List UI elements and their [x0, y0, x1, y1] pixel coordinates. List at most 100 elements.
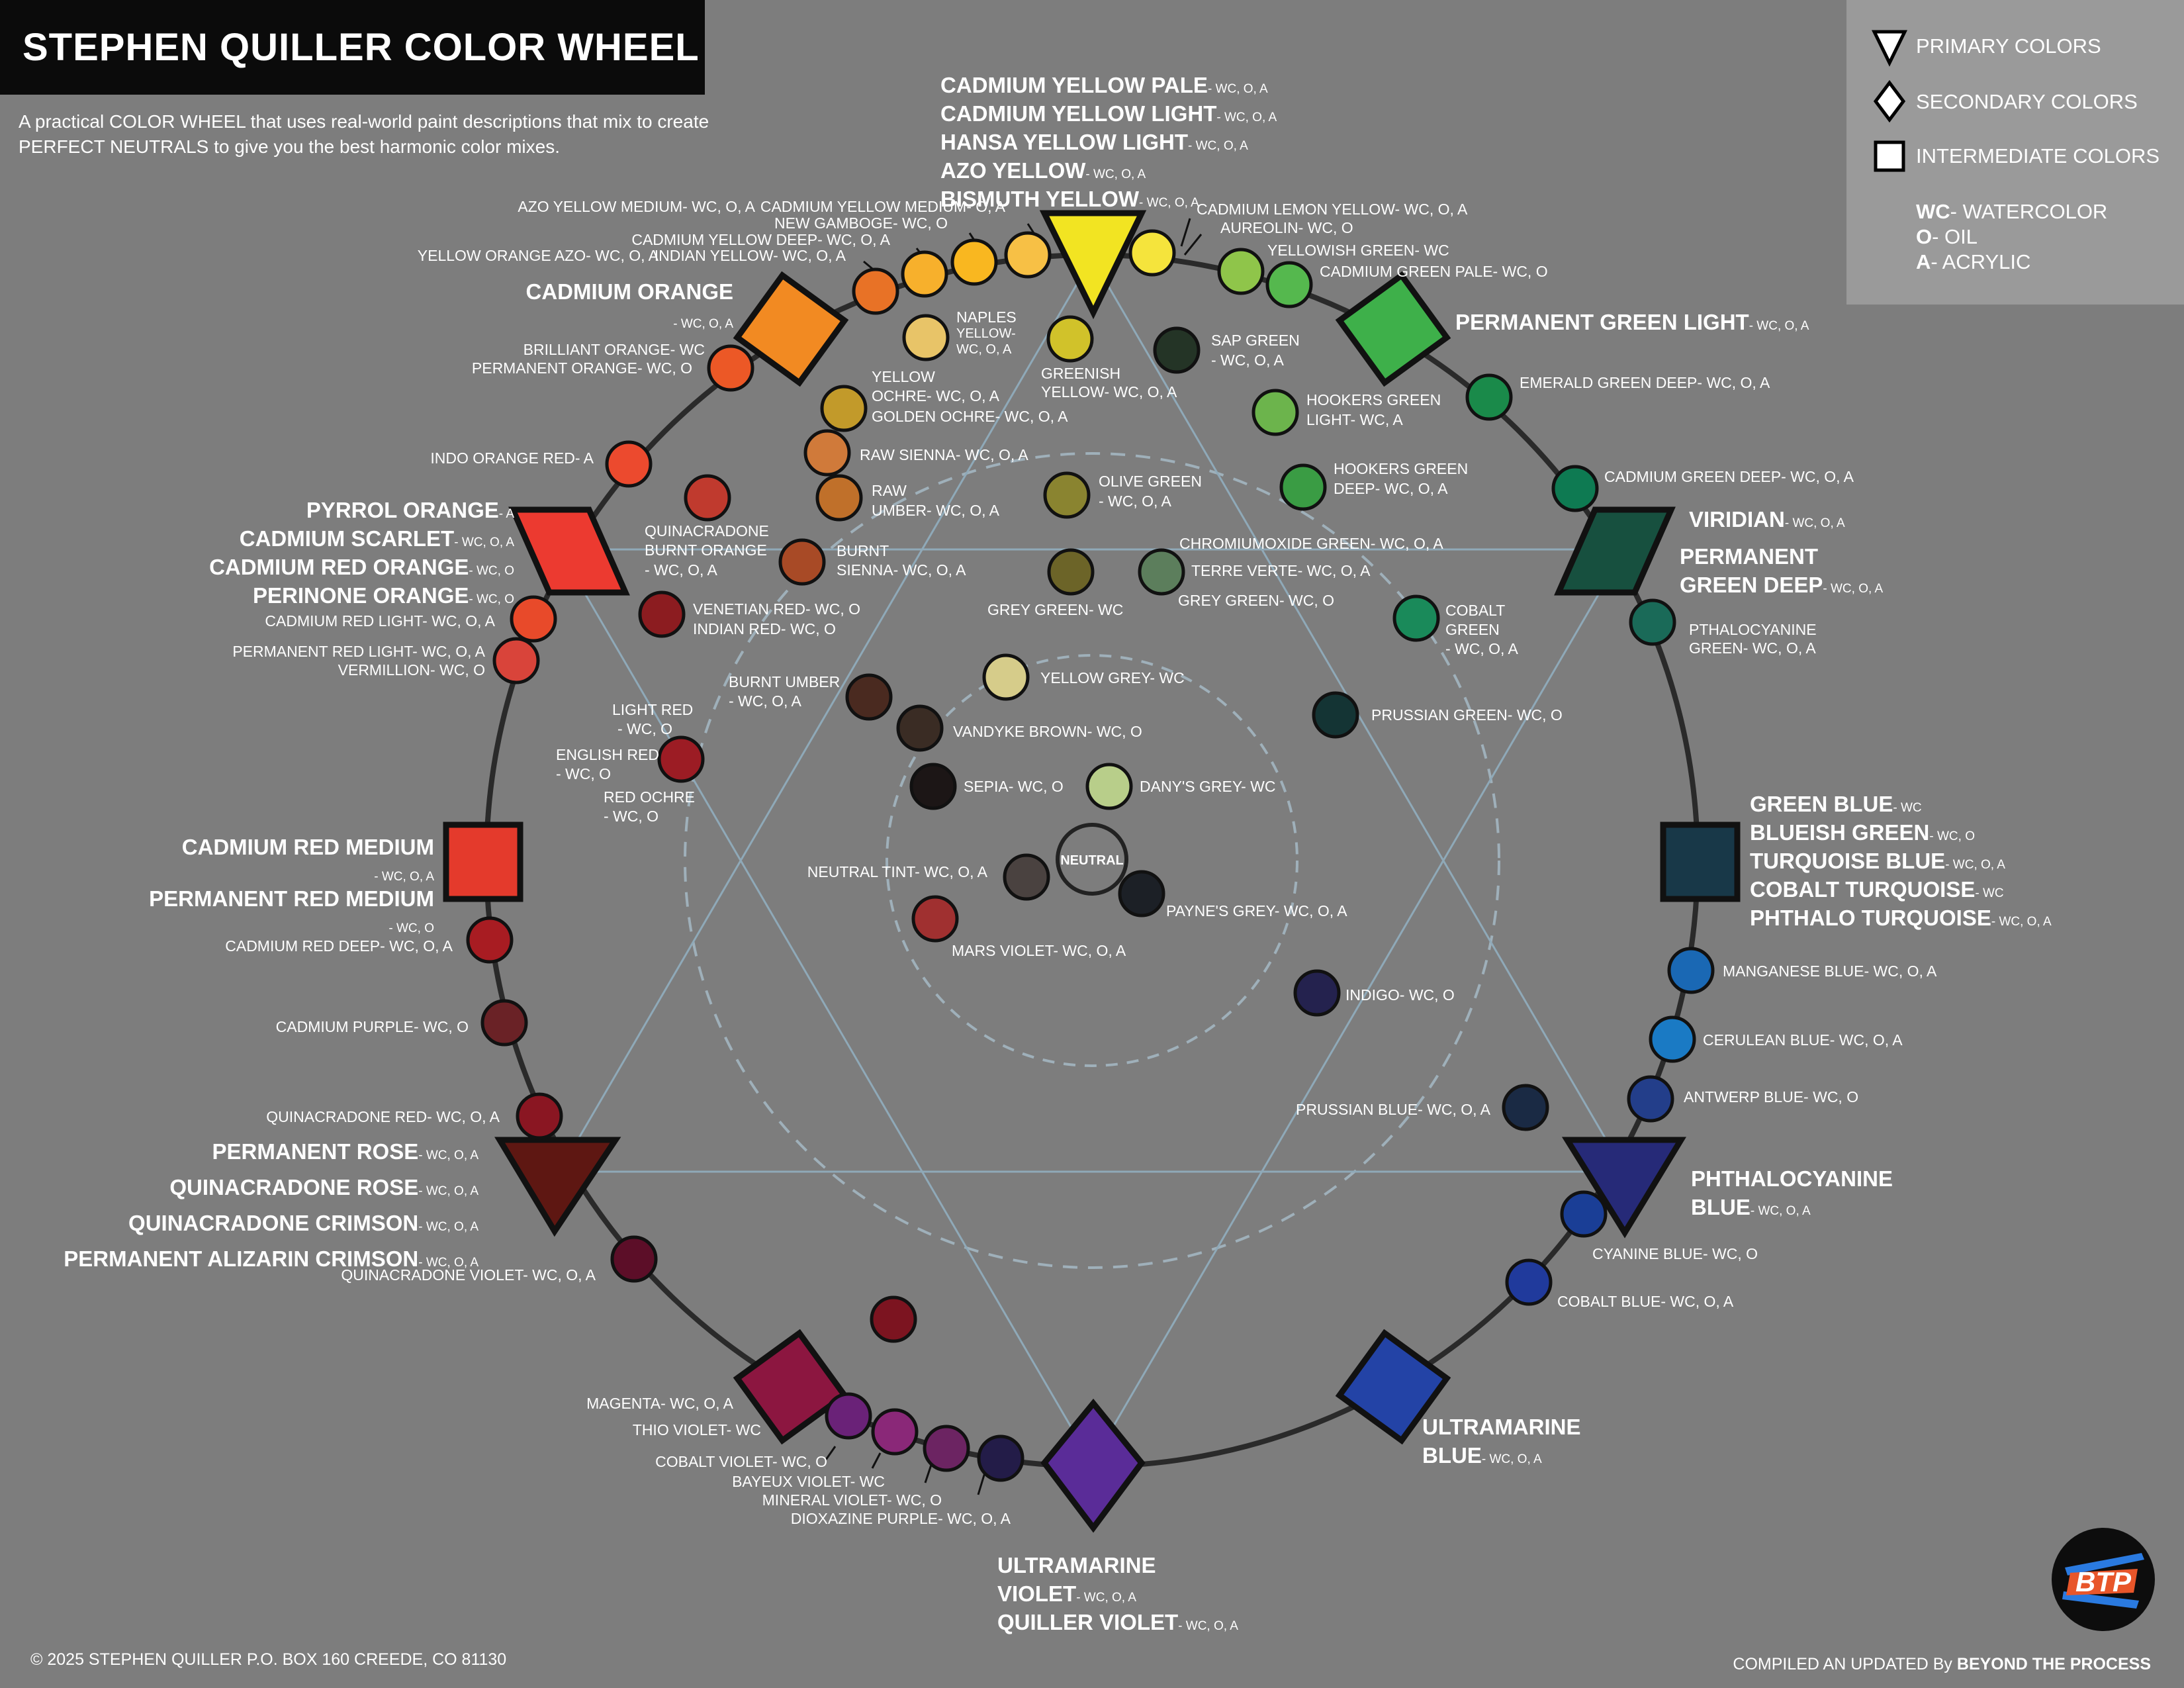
- swatch-prussian-green: [1312, 691, 1359, 739]
- red-label-3: QUINACRADONE CRIMSON- WC, O, A: [128, 1211, 478, 1235]
- swatch-emerald-green-deep: [1465, 373, 1513, 421]
- label-english-red-1: ENGLISH RED: [556, 746, 659, 763]
- label-magenta: MAGENTA- WC, O, A: [586, 1395, 733, 1412]
- cadmium-orange-label: CADMIUM ORANGE: [525, 279, 733, 304]
- swatch-paynes-grey: [1118, 870, 1165, 917]
- label-chromium-oxide: CHROMIUMOXIDE GREEN- WC, O, A: [1179, 535, 1443, 552]
- label-burnt-umber-1: BURNT UMBER: [729, 673, 841, 690]
- green-secondary-labels: GREEN BLUE- WC BLUEISH GREEN- WC, O TURQ…: [1750, 792, 2052, 934]
- label-light-red-2: - WC, O: [617, 720, 673, 737]
- label-cad-red-deep: CADMIUM RED DEEP- WC, O, A: [225, 937, 453, 955]
- inner-dashed-circle: [886, 654, 1298, 1067]
- cad-red-medium-line-4: - WC, O: [388, 921, 434, 935]
- swatch-mineral-violet: [923, 1425, 970, 1472]
- label-greenish-2: YELLOW- WC, O, A: [1041, 383, 1177, 400]
- compiled-prefix: COMPILED AN UPDATED By: [1733, 1655, 1957, 1673]
- swatch-olive-green: [1043, 471, 1091, 519]
- swatch-manganese-blue: [1667, 947, 1715, 994]
- label-indigo: INDIGO- WC, O: [1345, 986, 1455, 1004]
- swatch-greenish-yellow: [1046, 315, 1094, 363]
- label-quin-red: QUINACRADONE RED- WC, O, A: [266, 1108, 500, 1125]
- label-thio-violet: THIO VIOLET- WC: [632, 1421, 761, 1438]
- label-quin-burnt-orange-2: BURNT ORANGE: [645, 541, 767, 559]
- label-naples-3: WC, O, A: [956, 342, 1012, 357]
- label-paynes-grey: PAYNE'S GREY- WC, O, A: [1166, 902, 1347, 919]
- swatch-indo-orange-red: [605, 440, 653, 488]
- cadmium-orange-media: - WC, O, A: [673, 317, 733, 331]
- label-dioxazine-purple: DIOXAZINE PURPLE- WC, O, A: [790, 1510, 1011, 1527]
- label-sap-green-2: - WC, O, A: [1211, 352, 1284, 369]
- yellow-label-3: HANSA YELLOW LIGHT- WC, O, A: [940, 130, 1248, 154]
- label-cad-green-deep: CADMIUM GREEN DEEP- WC, O, A: [1604, 468, 1854, 485]
- compiled-by-text: COMPILED AN UPDATED By BEYOND THE PROCES…: [1733, 1655, 2151, 1674]
- legend-wc-abbr: WC: [1916, 200, 1950, 223]
- cad-red-medium-line-2: - WC, O, A: [374, 870, 434, 884]
- violet-label-3: QUILLER VIOLET- WC, O, A: [997, 1610, 1238, 1634]
- legend-primary-label: PRIMARY COLORS: [1916, 34, 2101, 58]
- label-prussian-green: PRUSSIAN GREEN- WC, O: [1371, 706, 1563, 724]
- green-label-3: TURQUOISE BLUE- WC, O, A: [1750, 849, 2005, 873]
- orange-label-3: CADMIUM RED ORANGE- WC, O: [209, 555, 514, 579]
- label-hookers-deep-2: DEEP- WC, O, A: [1334, 480, 1448, 497]
- swatch-yellow-ochre: [820, 385, 868, 432]
- label-antwerp-blue: ANTWERP BLUE- WC, O: [1684, 1088, 1859, 1105]
- outer-dashed-circle: [684, 452, 1500, 1269]
- legend-wc-text: - WATERCOLOR: [1950, 200, 2108, 223]
- swatch-cad-yellow-deep: [901, 250, 948, 298]
- swatch-quin-burnt-orange: [684, 474, 731, 522]
- phthalo-blue-swatch: [1561, 1137, 1686, 1239]
- swatch-light-red: [657, 735, 705, 783]
- legend-o-abbr: O: [1916, 225, 1933, 248]
- swatch-burnt-sienna: [778, 538, 826, 586]
- yellow-label-4: AZO YELLOW- WC, O, A: [940, 158, 1146, 183]
- label-cad-yellow-deep: CADMIUM YELLOW DEEP- WC, O, A: [631, 231, 890, 248]
- swatch-prussian-blue: [1502, 1084, 1549, 1131]
- swatch-antwerp-blue: [1627, 1075, 1674, 1123]
- swatch-cobalt-violet: [871, 1408, 919, 1456]
- swatch-venetian-red: [638, 590, 686, 638]
- label-permanent-orange: PERMANENT ORANGE- WC, O: [471, 359, 692, 377]
- green-label-2: BLUEISH GREEN- WC, O: [1750, 820, 1975, 845]
- swatch-cobalt-green: [1392, 594, 1440, 642]
- swatch-hookers-green-deep: [1279, 463, 1327, 511]
- green-blue-swatch: [1660, 821, 1741, 902]
- secondary-rhombi: [508, 506, 1676, 1533]
- legend-a: A- ACRYLIC: [1916, 250, 2030, 274]
- label-olive-green-2: - WC, O, A: [1099, 492, 1171, 510]
- swatch-cobalt-blue: [1505, 1258, 1553, 1306]
- violet-label-1: ULTRAMARINE: [997, 1553, 1156, 1577]
- yellow-label-5: BISMUTH YELLOW- WC, O, A: [940, 187, 1199, 211]
- swatch-sepia: [909, 763, 957, 810]
- label-yellow-grey: YELLOW GREY- WC: [1040, 669, 1185, 686]
- label-grey-green-wc: GREY GREEN- WC: [987, 601, 1124, 618]
- label-sepia: SEPIA- WC, O: [964, 778, 1064, 795]
- viridian-label: VIRIDIAN- WC, O, A: [1689, 507, 1845, 532]
- label-greenish-1: GREENISH: [1041, 365, 1121, 382]
- swatch-hookers-green-light: [1251, 389, 1299, 436]
- swatch-indigo: [1293, 969, 1341, 1017]
- orange-secondary-labels: PYRROL ORANGE- A CADMIUM SCARLET- WC, O,…: [209, 498, 514, 612]
- pyrrol-orange-swatch: [508, 506, 630, 596]
- neutral-center: [1056, 823, 1128, 896]
- label-prussian-blue: PRUSSIAN BLUE- WC, O, A: [1296, 1101, 1490, 1118]
- permanent-rose-swatch: [494, 1137, 621, 1237]
- swatch-inner-crimson: [870, 1295, 917, 1343]
- label-sap-green-1: SAP GREEN: [1211, 332, 1300, 349]
- blue-label-2: BLUE- WC, O, A: [1691, 1195, 1811, 1219]
- blue-primary-labels: PHTHALOCYANINE BLUE- WC, O, A: [1691, 1166, 1893, 1223]
- label-perm-red-light: PERMANENT RED LIGHT- WC, O, A: [232, 643, 485, 660]
- label-grey-green-wc-o: GREY GREEN- WC, O: [1178, 592, 1334, 609]
- yellow-primary-labels: CADMIUM YELLOW PALE- WC, O, A CADMIUM YE…: [940, 73, 1277, 215]
- cadmium-yellow-swatch: [1039, 210, 1147, 320]
- swatch-cad-green-pale: [1265, 261, 1313, 308]
- label-hookers-light-2: LIGHT- WC, A: [1306, 411, 1403, 428]
- label-red-ochre-1: RED OCHRE: [604, 788, 696, 806]
- swatch-yellow-orange-azo: [852, 267, 899, 315]
- permanent-green-light-swatch: [1335, 271, 1451, 387]
- label-golden-ochre: GOLDEN OCHRE- WC, O, A: [872, 408, 1068, 425]
- cadmium-red-medium-swatch: [443, 821, 523, 902]
- swatch-naples-yellow: [902, 314, 950, 361]
- legend-diamond-icon: [1873, 79, 1906, 123]
- label-english-red-2: - WC, O: [556, 765, 612, 782]
- label-cobalt-green-3: - WC, O, A: [1445, 640, 1518, 657]
